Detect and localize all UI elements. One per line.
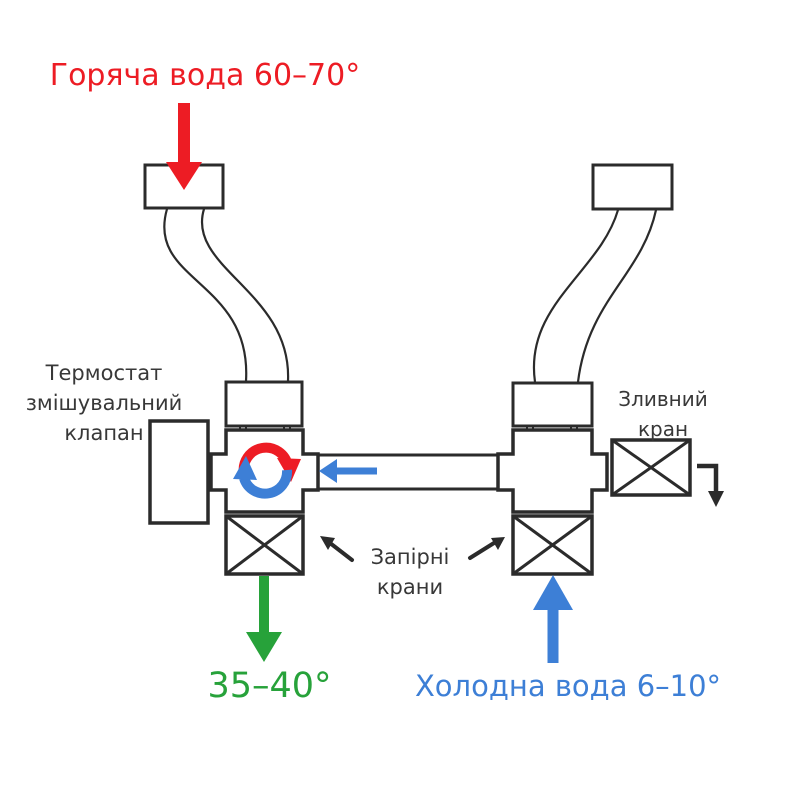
- hose-edge: [576, 209, 658, 383]
- thermostat-valve-label: Термостат змішувальний клапан: [25, 361, 183, 445]
- mixed-water-label: 35–40°: [207, 666, 332, 706]
- right-connector: [511, 381, 594, 428]
- left-shutoff-valve: [224, 514, 305, 576]
- shutoff-pointer-right-icon: [468, 537, 505, 560]
- drain-valve-box: [610, 438, 692, 497]
- pipe-flow-arrow-icon: [319, 459, 377, 483]
- mixing-valve-body: [209, 428, 320, 514]
- mixed-water-arrow-icon: [246, 576, 282, 662]
- cold-water-arrow-icon: [533, 575, 573, 663]
- cold-valve-assembly: [496, 381, 692, 576]
- mixing-icon: [233, 442, 301, 499]
- shutoff-valves-label: Запірні крани: [370, 545, 450, 599]
- hose-edge: [532, 209, 620, 383]
- hose-edge: [200, 208, 290, 382]
- shutoff-pointer-left-icon: [320, 536, 354, 562]
- hose-edge: [163, 208, 248, 382]
- cold-valve-body: [496, 428, 609, 514]
- thermostat-head: [148, 419, 210, 525]
- cold-water-label: Холодна вода 6–10°: [414, 669, 722, 703]
- left-connector: [224, 380, 304, 428]
- drain-arrow-icon: [697, 463, 724, 507]
- hot-water-label: Горяча вода 60–70°: [49, 58, 361, 93]
- right-shutoff-valve: [511, 514, 594, 576]
- mixing-valve-assembly: [148, 380, 320, 576]
- cold-water-hose: [532, 209, 658, 383]
- drain-valve-label: Зливний кран: [618, 387, 708, 441]
- hot-water-arrow-icon: [166, 103, 202, 190]
- hot-water-hose: [163, 208, 290, 382]
- connecting-pipe: [318, 453, 498, 491]
- cold-wall-box: [591, 163, 674, 211]
